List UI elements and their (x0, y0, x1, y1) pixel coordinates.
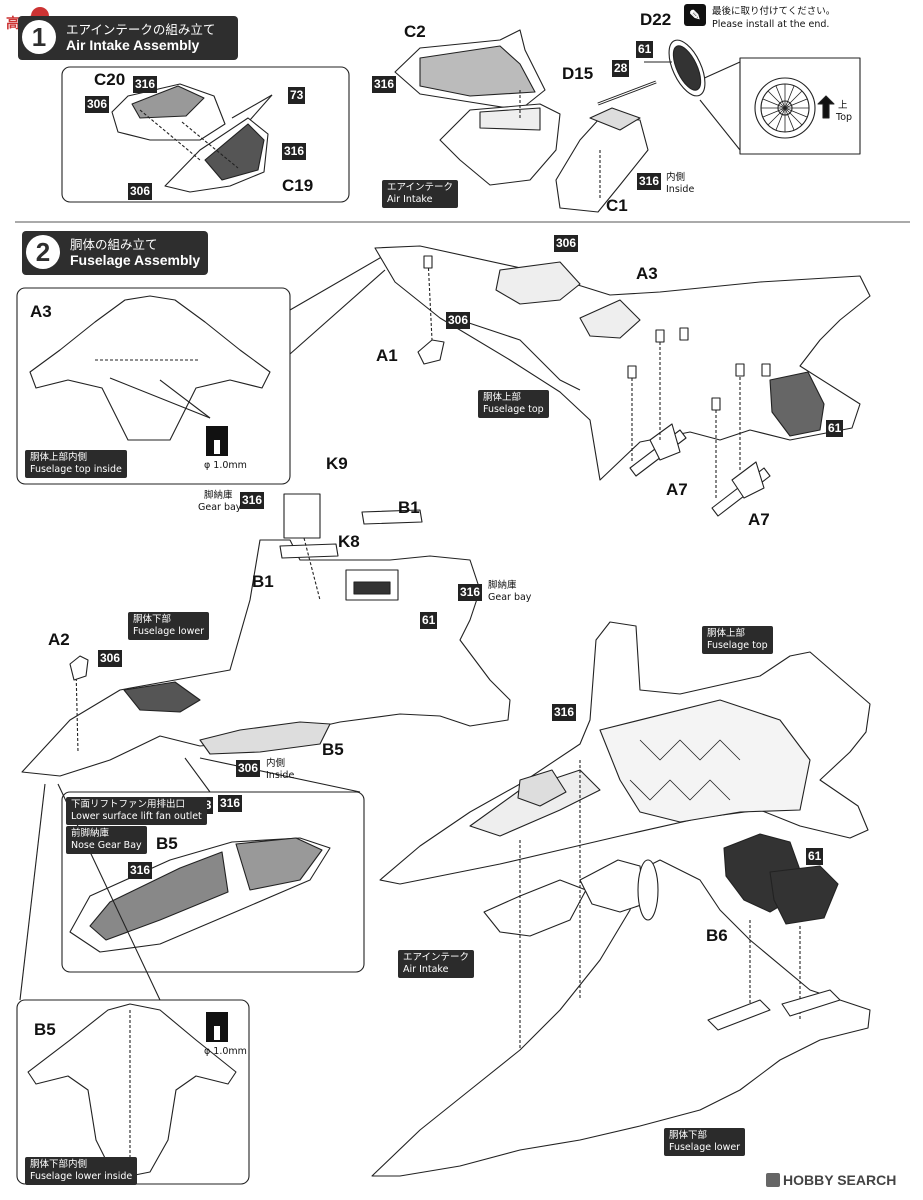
part-label-b6: B6 (706, 926, 728, 945)
inside-label-en: Inside (266, 770, 295, 781)
color-code-tag: 306 (128, 183, 153, 200)
step-title-jp: 胴体の組み立て (70, 237, 158, 252)
part-label-a1: A1 (376, 346, 398, 365)
part-label-b5-inside: B5 (34, 1020, 56, 1039)
logo-text: HOBBY SEARCH (783, 1172, 897, 1188)
part-label-k9: K9 (326, 454, 348, 473)
part-label-a7-right: A7 (748, 510, 770, 529)
part-label-a3: A3 (636, 264, 658, 283)
drill-bit-icon (206, 1012, 228, 1042)
color-code-tag: 316 (133, 76, 158, 93)
color-code-tag: 316 (372, 76, 397, 93)
top-label-en: Top (836, 112, 853, 123)
color-code-tag: 316 (240, 492, 265, 509)
color-code-tag: 316 (218, 795, 243, 812)
part-label-c20: C20 (94, 70, 126, 89)
part-label-k8: K8 (338, 532, 360, 551)
color-code-tag: 61 (806, 848, 824, 865)
inside-label-jp: 内側 (266, 758, 286, 769)
inside-label-en: Inside (666, 184, 695, 195)
caution-icon: ✎ (684, 4, 706, 26)
color-code-tag: 306 (98, 650, 123, 667)
color-code-tag: 61 (420, 612, 438, 629)
drill-size-label: φ 1.0mm (204, 1046, 247, 1057)
step-number: 2 (26, 235, 60, 269)
part-label-b1-left: B1 (252, 572, 274, 591)
install-note-en: Please install at the end. (712, 19, 830, 30)
part-label-a3-detail: A3 (30, 302, 52, 321)
color-code-tag: 306 (85, 96, 110, 113)
drill-bit-icon (206, 426, 228, 456)
color-code-tag: 316 (458, 584, 483, 601)
color-code-tag: 316 (637, 173, 662, 190)
color-code-tag: 316 (282, 143, 307, 160)
top-label-jp: 上 (838, 100, 848, 111)
step-2-header: 2 胴体の組み立て Fuselage Assembly (22, 231, 208, 275)
hobby-search-logo-icon (766, 1173, 780, 1187)
inside-label-jp: 内側 (666, 172, 686, 183)
color-code-tag: 28 (612, 60, 630, 77)
gear-bay-label-en: Gear bay (198, 502, 242, 513)
color-code-tag: 61 (826, 420, 844, 437)
gear-bay-label-jp: 脚納庫 (488, 580, 517, 591)
step-number: 1 (22, 20, 56, 54)
color-code-tag: 306 (236, 760, 261, 777)
part-label-c19: C19 (282, 176, 314, 195)
hobby-search-logo: HOBBY SEARCH (766, 1172, 896, 1194)
part-label-b5-detail: B5 (156, 834, 178, 853)
drill-size-label: φ 1.0mm (204, 460, 247, 471)
gear-bay-label-jp: 脚納庫 (204, 490, 233, 501)
step-1-header: 1 エアインテークの組み立て Air Intake Assembly (18, 16, 238, 60)
color-code-tag: 306 (446, 312, 471, 329)
part-label-c2: C2 (404, 22, 426, 41)
step-title-jp: エアインテークの組み立て (66, 22, 216, 37)
part-label-a2: A2 (48, 630, 70, 649)
step-title-en: Fuselage Assembly (70, 252, 201, 268)
color-code-tag: 61 (636, 41, 654, 58)
color-code-tag: 73 (288, 87, 306, 104)
install-note-jp: 最後に取り付けてください。 (712, 6, 836, 17)
color-code-tag: 316 (128, 862, 153, 879)
gear-bay-label-en: Gear bay (488, 592, 532, 603)
color-code-tag: 306 (554, 235, 579, 252)
step-title-en: Air Intake Assembly (66, 37, 200, 53)
part-label-d15: D15 (562, 64, 594, 83)
color-code-tag: 316 (552, 704, 577, 721)
part-label-c1: C1 (606, 196, 628, 215)
part-label-b1-top: B1 (398, 498, 420, 517)
part-label-b5: B5 (322, 740, 344, 759)
part-label-a7-left: A7 (666, 480, 688, 499)
part-label-d22: D22 (640, 10, 672, 29)
